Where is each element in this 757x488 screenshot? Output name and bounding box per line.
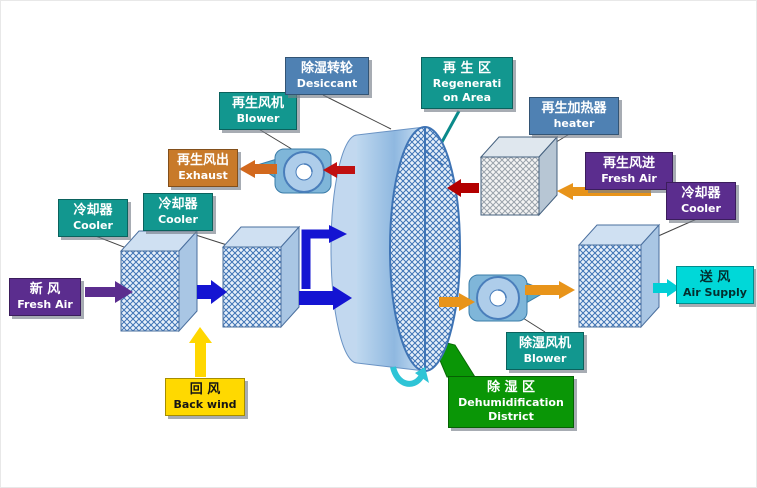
- label-regen-area: 再 生 区 Regenerati on Area: [421, 57, 513, 109]
- label-regen-blower: 再生风机 Blower: [219, 92, 297, 130]
- wheel-rotation-arrow: [390, 366, 424, 387]
- dehum-blower-graphic: [468, 274, 549, 322]
- arrow-blower-cooler3: [525, 281, 575, 299]
- arrow-wheel-regen-blower: [323, 162, 355, 178]
- arrow-back-wind: [189, 327, 212, 377]
- arrow-cooler3-supply: [653, 279, 680, 297]
- label-fresh-air: 新 风 Fresh Air: [9, 278, 81, 316]
- arrow-cooler2-wheel: [299, 286, 352, 310]
- label-dehum-blower: 除湿风机 Blower: [506, 332, 584, 370]
- leader-regen-blower: [256, 127, 296, 152]
- label-cooler-right: 冷却器 Cooler: [666, 182, 736, 220]
- arrow-fresh-air-in: [85, 281, 133, 303]
- label-cooler-mid: 冷却器 Cooler: [143, 193, 213, 231]
- arrow-cooler1-cooler2: [197, 280, 227, 304]
- arrow-blower-exhaust: [239, 160, 277, 178]
- arrow-regen-freshair-heater: [557, 183, 651, 200]
- label-regen-fresh-air: 再生风进 Fresh Air: [585, 152, 673, 190]
- cooler-left-graphic: [119, 229, 199, 333]
- flow-arrows: [85, 160, 680, 377]
- label-cooler-left: 冷却器 Cooler: [58, 199, 128, 237]
- label-air-supply: 送 风 Air Supply: [676, 266, 754, 304]
- label-dehum-district: 除 湿 区 Dehumidification District: [448, 376, 574, 428]
- label-back-wind: 回 风 Back wind: [165, 378, 245, 416]
- label-desiccant: 除湿转轮 Desiccant: [285, 57, 369, 95]
- wheel-rotation-arrowhead: [415, 367, 429, 383]
- arrow-cooler2-wheel-upper: [301, 225, 347, 289]
- wheel-sector-line: [424, 150, 444, 166]
- cooler-right-graphic: [577, 223, 661, 329]
- label-exhaust: 再生风出 Exhaust: [168, 149, 238, 187]
- regen-heater-graphic: [479, 135, 559, 217]
- arrow-heater-wheel: [447, 179, 479, 197]
- cooler-mid-graphic: [221, 225, 301, 329]
- arrow-wheel-dehum-blower: [439, 293, 475, 311]
- desiccant-wheel-graphic: [330, 126, 461, 387]
- leader-cooler-left: [92, 234, 130, 250]
- leader-desiccant: [322, 94, 392, 130]
- label-regen-heater: 再生加热器 heater: [529, 97, 619, 135]
